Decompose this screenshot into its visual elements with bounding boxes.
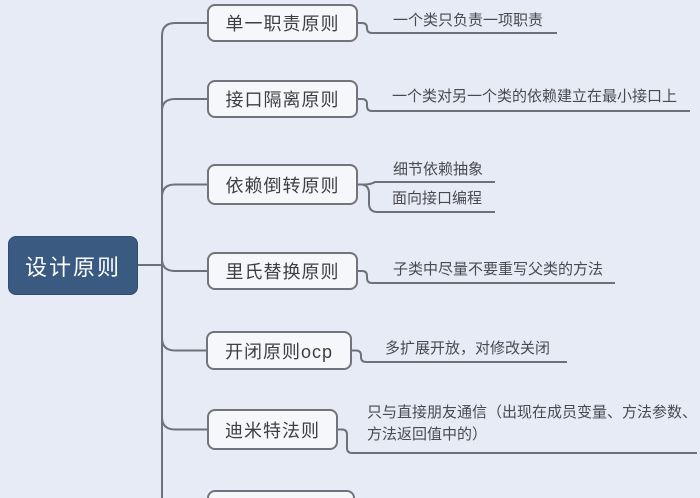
- principle-node-open-closed[interactable]: 开闭原则ocp: [206, 331, 352, 370]
- branch-line-demeter: [161, 416, 207, 431]
- principle-node-interface-segregation[interactable]: 接口隔离原则: [207, 80, 358, 118]
- note-label-dependency-inversion-2[interactable]: 面向接口编程: [392, 190, 483, 207]
- principle-node-label: 开闭原则ocp: [224, 341, 334, 362]
- principle-node-label: 依赖倒转原则: [225, 175, 340, 196]
- root-node-label: 设计原则: [24, 254, 121, 280]
- note-connector-line-demeter: [338, 428, 697, 454]
- principle-node-label: 里氏替换原则: [225, 262, 340, 282]
- root-node-design-principles[interactable]: 设计原则: [8, 236, 138, 295]
- note-connector-line-interface-segregation: [358, 98, 690, 112]
- branch-line-open-closed: [161, 337, 207, 352]
- principle-node-partial[interactable]: [207, 490, 355, 498]
- note-connector-line-single-responsibility: [358, 22, 557, 34]
- principle-node-demeter[interactable]: 迪米特法则: [207, 409, 338, 450]
- note-label-open-closed[interactable]: 多扩展开放，对修改关闭: [385, 340, 551, 357]
- principle-node-dependency-inversion[interactable]: 依赖倒转原则: [207, 164, 358, 205]
- note-connector-line-dependency-inversion-2: [361, 183, 495, 213]
- note-connector-line-liskov-substitution: [358, 270, 615, 284]
- principle-node-label: 单一职责原则: [225, 14, 340, 34]
- note-label-single-responsibility[interactable]: 一个类只负责一项职责: [393, 12, 544, 29]
- note-connector-line-dependency-inversion-1: [358, 181, 495, 186]
- note-label-interface-segregation[interactable]: 一个类对另一个类的依赖建立在最小接口上: [392, 88, 678, 105]
- principle-node-liskov-substitution[interactable]: 里氏替换原则: [207, 252, 358, 290]
- principle-node-label: 接口隔离原则: [225, 90, 340, 110]
- note-label-demeter[interactable]: 只与直接朋友通信（出现在成员变量、方法参数、方法返回值中的）: [367, 404, 698, 443]
- trunk-line: [161, 22, 207, 498]
- note-label-liskov-substitution[interactable]: 子类中尽量不要重写父类的方法: [393, 261, 604, 278]
- principle-node-single-responsibility[interactable]: 单一职责原则: [207, 4, 358, 42]
- note-label-dependency-inversion-1[interactable]: 细节依赖抽象: [393, 161, 484, 178]
- branch-line-dependency-inversion: [161, 183, 207, 198]
- note-connector-line-open-closed: [352, 349, 567, 363]
- branch-line-liskov-substitution: [161, 258, 207, 272]
- principle-node-label: 迪米特法则: [225, 420, 320, 441]
- branch-line-interface-segregation: [161, 98, 207, 112]
